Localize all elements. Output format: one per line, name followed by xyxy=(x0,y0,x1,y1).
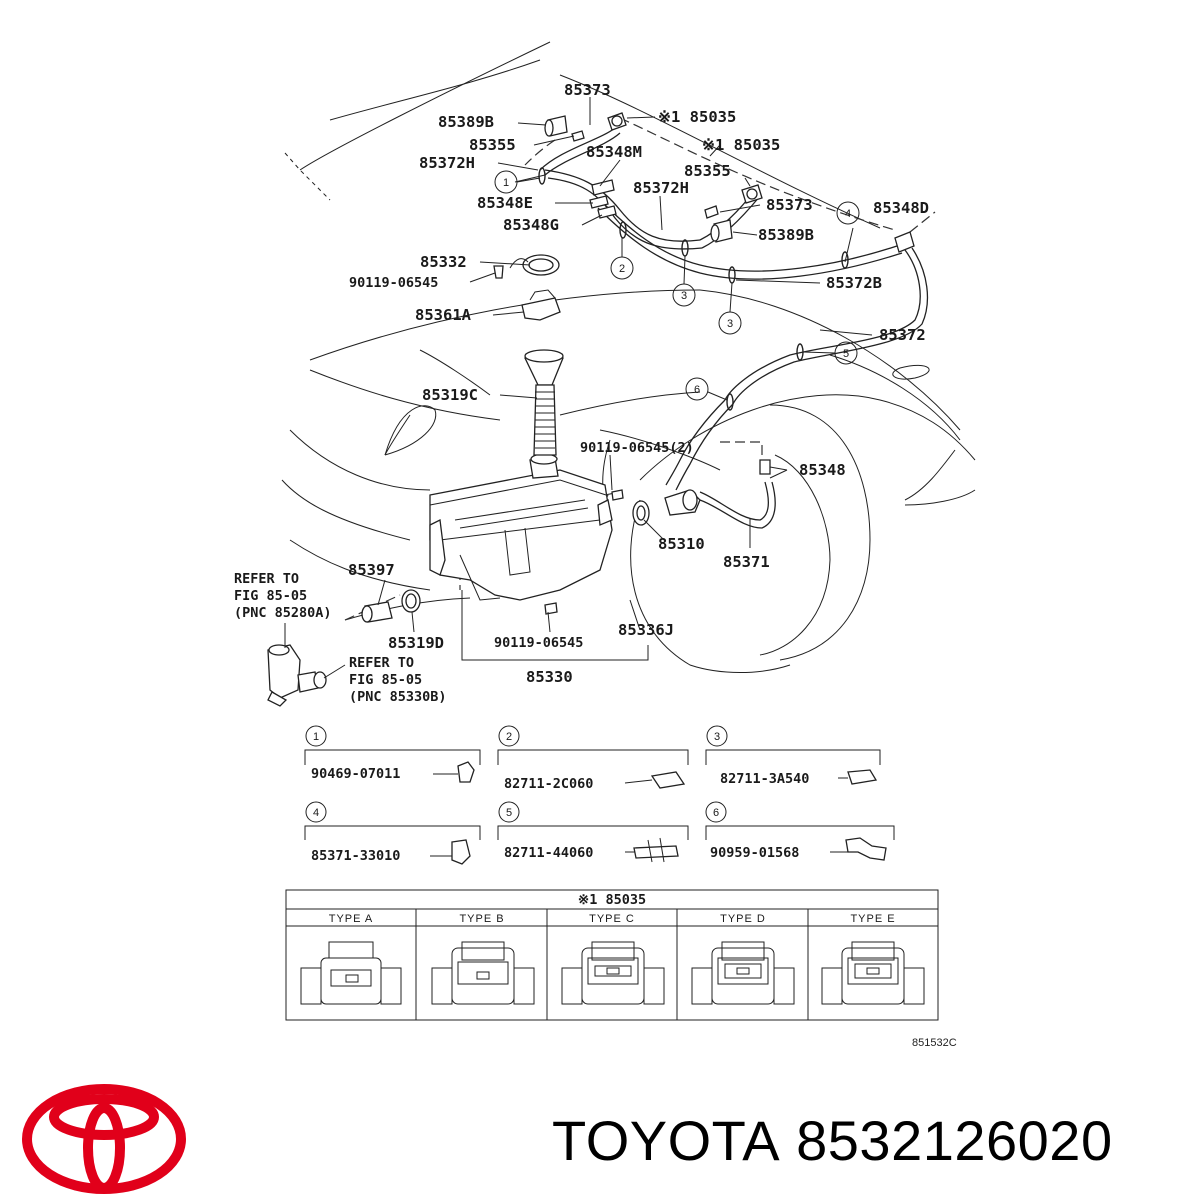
connector-type-table: ※1 85035 TYPE A TYPE B TYPE C TYPE D TYP… xyxy=(285,889,939,1021)
callout-2a: 2 xyxy=(610,238,634,280)
label-85389b-b: 85389B xyxy=(758,226,814,244)
label-85348: 85348 xyxy=(799,461,846,479)
refer-note-2-line-1: REFER TO xyxy=(349,655,414,671)
label-85035-b: ※1 85035 xyxy=(702,136,780,154)
label-90119-b: 90119-06545(2) xyxy=(580,440,694,456)
connector-type-a xyxy=(300,941,402,1005)
callout-4: 4 xyxy=(836,201,860,225)
label-85373a: 85373 xyxy=(564,81,611,99)
label-85372h-b: 85372H xyxy=(633,179,689,197)
svg-text:3: 3 xyxy=(727,318,733,330)
callout-3a: 3 xyxy=(672,255,696,307)
car-body-outline xyxy=(281,41,976,673)
clip-code-1: 90469-07011 xyxy=(311,766,400,782)
label-85319d: 85319D xyxy=(388,634,444,652)
washer-tank xyxy=(429,453,613,601)
label-85371: 85371 xyxy=(723,553,770,571)
clip-code-4: 85371-33010 xyxy=(311,848,400,864)
label-85035-a: ※1 85035 xyxy=(658,108,736,126)
svg-text:5: 5 xyxy=(843,348,849,360)
leader-lines xyxy=(284,97,873,679)
table-title: ※1 85035 xyxy=(578,892,646,908)
label-85389b-a: 85389B xyxy=(438,113,494,131)
callout-1: 1 xyxy=(494,170,541,194)
svg-text:2: 2 xyxy=(506,731,512,743)
clip-code-3: 82711-3A540 xyxy=(720,771,809,787)
svg-text:3: 3 xyxy=(681,290,687,302)
label-85319c: 85319C xyxy=(422,386,478,404)
clip-legend-2: 2 82711-2C060 xyxy=(497,725,689,792)
clip-legend-6: 6 90959-01568 xyxy=(705,801,895,861)
svg-text:1: 1 xyxy=(503,177,509,189)
clip-code-6: 90959-01568 xyxy=(710,845,799,861)
type-e-header: TYPE E xyxy=(850,913,895,925)
type-b-header: TYPE B xyxy=(459,913,504,925)
connector-type-c xyxy=(561,941,665,1005)
label-85372h-a: 85372H xyxy=(419,154,475,172)
label-85348e: 85348E xyxy=(477,194,533,212)
label-85373-b: 85373 xyxy=(766,196,813,214)
clamp-markers xyxy=(538,167,849,411)
label-85310: 85310 xyxy=(658,535,705,553)
callout-3b: 3 xyxy=(718,282,742,335)
clip-legend: 1 90469-07011 2 82711-2C060 3 82711-3A54… xyxy=(304,725,895,865)
label-85336j: 85336J xyxy=(618,621,674,639)
label-85332: 85332 xyxy=(420,253,467,271)
label-85361a: 85361A xyxy=(415,306,472,324)
svg-text:4: 4 xyxy=(313,807,319,819)
callout-6: 6 xyxy=(685,377,728,401)
refer-note-1-line-2: FIG 85-05 xyxy=(234,588,307,604)
svg-text:3: 3 xyxy=(714,731,720,743)
brand-part-number: TOYOTA 8532126020 xyxy=(552,1108,1113,1173)
connector-type-b xyxy=(431,941,535,1005)
clip-legend-5: 5 82711-44060 xyxy=(497,801,689,863)
label-85372b: 85372B xyxy=(826,274,882,292)
type-d-header: TYPE D xyxy=(720,913,766,925)
type-c-header: TYPE C xyxy=(589,913,635,925)
clip-legend-3: 3 82711-3A540 xyxy=(705,725,881,787)
callout-5: 5 xyxy=(802,341,858,365)
refer-note-2-line-2: FIG 85-05 xyxy=(349,672,422,688)
svg-text:2: 2 xyxy=(619,263,625,275)
toyota-logo xyxy=(22,1084,186,1194)
clip-code-2: 82711-2C060 xyxy=(504,776,593,792)
clip-legend-1: 1 90469-07011 xyxy=(304,725,481,783)
label-85355-a: 85355 xyxy=(469,136,516,154)
svg-text:6: 6 xyxy=(694,384,700,396)
svg-text:5: 5 xyxy=(506,807,512,819)
label-85348g: 85348G xyxy=(503,216,559,234)
svg-text:4: 4 xyxy=(845,208,851,220)
figure-code: 851532C xyxy=(912,1037,957,1049)
clip-code-5: 82711-44060 xyxy=(504,845,593,861)
callout-circles: 1 2 3 3 4 5 6 xyxy=(494,170,860,401)
filler-tube xyxy=(524,349,564,456)
label-90119-a: 90119-06545 xyxy=(349,275,438,291)
part-number: 8532126020 xyxy=(796,1109,1113,1172)
washer-hoses xyxy=(539,127,929,529)
type-a-header: TYPE A xyxy=(329,913,374,925)
label-85355-b: 85355 xyxy=(684,162,731,180)
refer-note-1-line-1: REFER TO xyxy=(234,571,299,587)
connector-type-e xyxy=(821,941,925,1005)
part-labels: 85373 85389B ※1 85035 85355 ※1 85035 853… xyxy=(234,81,929,705)
refer-note-2-line-3: (PNC 85330B) xyxy=(349,689,447,705)
svg-text:6: 6 xyxy=(713,807,719,819)
brand-name: TOYOTA xyxy=(552,1109,781,1172)
label-85348d: 85348D xyxy=(873,199,929,217)
label-90119-c: 90119-06545 xyxy=(494,635,583,651)
label-85348m: 85348M xyxy=(586,143,642,161)
refer-note-1-line-3: (PNC 85280A) xyxy=(234,605,332,621)
connector-type-d xyxy=(691,941,795,1005)
nozzle-bracket xyxy=(493,254,561,321)
svg-text:1: 1 xyxy=(313,731,319,743)
label-85372: 85372 xyxy=(879,326,926,344)
label-85330: 85330 xyxy=(526,668,573,686)
clip-legend-4: 4 85371-33010 xyxy=(304,801,481,865)
small-parts xyxy=(267,112,915,707)
label-85397: 85397 xyxy=(348,561,395,579)
